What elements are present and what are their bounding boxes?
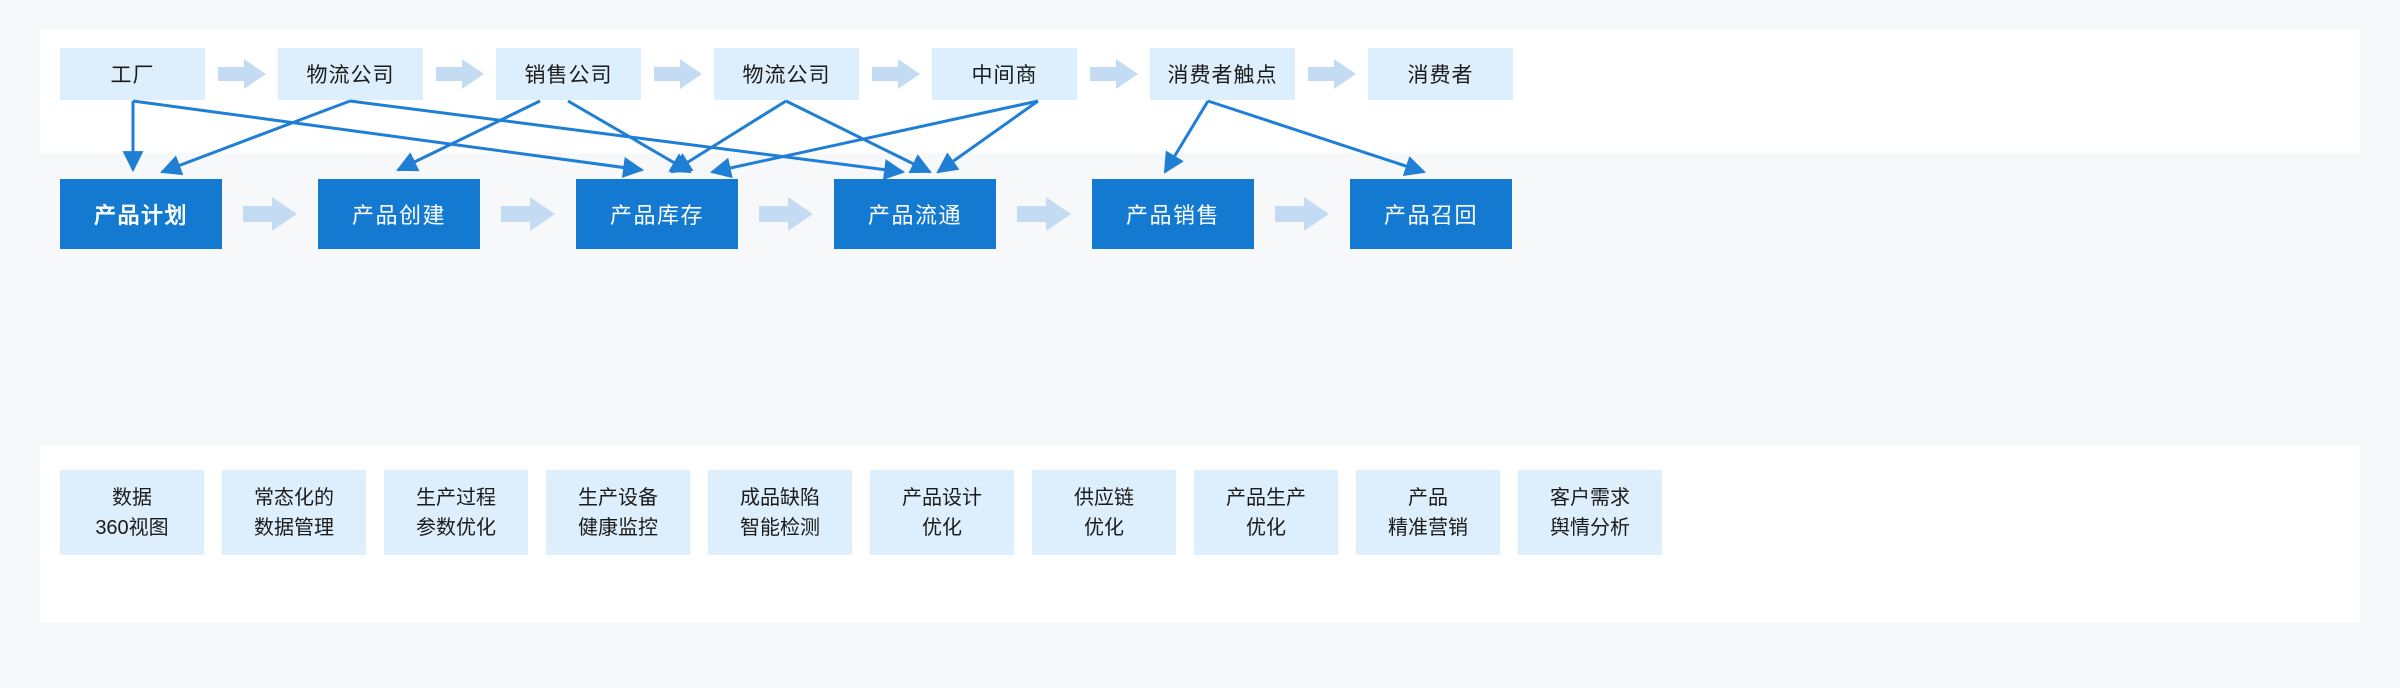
capability-line-2: 优化 bbox=[1246, 516, 1286, 539]
stage-label: 产品召回 bbox=[1383, 203, 1478, 228]
capability-precision-marketing[interactable]: 产品 精准营销 bbox=[1356, 470, 1500, 555]
capability-line-1: 数据 bbox=[112, 486, 152, 509]
right-arrow-icon bbox=[1077, 57, 1150, 91]
capability-equipment-health[interactable]: 生产设备 健康监控 bbox=[546, 470, 690, 555]
right-arrow-icon bbox=[423, 57, 496, 91]
capability-line-1: 成品缺陷 bbox=[740, 486, 820, 509]
capability-process-param-opt[interactable]: 生产过程 参数优化 bbox=[384, 470, 528, 555]
stage-product-create[interactable]: 产品创建 bbox=[318, 179, 480, 249]
capability-line-2: 优化 bbox=[1084, 516, 1124, 539]
capability-demand-sentiment[interactable]: 客户需求 舆情分析 bbox=[1518, 470, 1662, 555]
capability-normalized-data-mgmt[interactable]: 常态化的 数据管理 bbox=[222, 470, 366, 555]
capability-line-1: 生产过程 bbox=[416, 486, 496, 509]
stage-product-distribution[interactable]: 产品流通 bbox=[834, 179, 996, 249]
capability-line-1: 产品 bbox=[1408, 486, 1448, 509]
node-consumer-touchpoint[interactable]: 消费者触点 bbox=[1150, 48, 1295, 100]
right-arrow-icon bbox=[205, 57, 278, 91]
capability-line-1: 产品设计 bbox=[902, 486, 982, 509]
capability-line-1: 客户需求 bbox=[1550, 486, 1630, 509]
capability-line-2: 舆情分析 bbox=[1550, 516, 1630, 539]
stage-label: 产品计划 bbox=[93, 203, 188, 228]
right-arrow-icon bbox=[641, 57, 714, 91]
capability-line-2: 健康监控 bbox=[578, 516, 658, 539]
capability-line-2: 360视图 bbox=[95, 516, 169, 539]
capability-line-1: 生产设备 bbox=[578, 486, 658, 509]
node-label: 中间商 bbox=[971, 64, 1038, 87]
capability-line-2: 数据管理 bbox=[254, 516, 334, 539]
node-factory[interactable]: 工厂 bbox=[60, 48, 205, 100]
capabilities-row: 数据 360视图 常态化的 数据管理 生产过程 参数优化 生产设备 健康监控 成… bbox=[60, 470, 2340, 555]
node-label: 消费者 bbox=[1407, 64, 1474, 87]
capability-line-1: 供应链 bbox=[1074, 486, 1134, 509]
stage-product-inventory[interactable]: 产品库存 bbox=[576, 179, 738, 249]
product-lifecycle-row: 产品计划 产品创建 产品库存 产品流通 产品销售 产品召回 bbox=[60, 179, 2340, 249]
capability-data-360-view[interactable]: 数据 360视图 bbox=[60, 470, 204, 555]
capability-production-opt[interactable]: 产品生产 优化 bbox=[1194, 470, 1338, 555]
right-arrow-icon bbox=[738, 195, 834, 233]
node-logistics-company-1[interactable]: 物流公司 bbox=[278, 48, 423, 100]
capability-defect-detection[interactable]: 成品缺陷 智能检测 bbox=[708, 470, 852, 555]
node-label: 销售公司 bbox=[524, 64, 613, 87]
right-arrow-icon bbox=[480, 195, 576, 233]
right-arrow-icon bbox=[1295, 57, 1368, 91]
node-label: 物流公司 bbox=[306, 64, 395, 87]
stage-product-recall[interactable]: 产品召回 bbox=[1350, 179, 1512, 249]
capability-line-2: 智能检测 bbox=[740, 516, 820, 539]
right-arrow-icon bbox=[1254, 195, 1350, 233]
node-label: 消费者触点 bbox=[1167, 64, 1278, 87]
capability-line-2: 优化 bbox=[922, 516, 962, 539]
stage-label: 产品销售 bbox=[1125, 203, 1220, 228]
right-arrow-icon bbox=[222, 195, 318, 233]
right-arrow-icon bbox=[859, 57, 932, 91]
node-distributor[interactable]: 中间商 bbox=[932, 48, 1077, 100]
node-label: 工厂 bbox=[110, 64, 155, 87]
stage-label: 产品库存 bbox=[609, 203, 704, 228]
node-sales-company[interactable]: 销售公司 bbox=[496, 48, 641, 100]
node-label: 物流公司 bbox=[742, 64, 831, 87]
stage-product-plan[interactable]: 产品计划 bbox=[60, 179, 222, 249]
capability-line-2: 精准营销 bbox=[1388, 516, 1468, 539]
capability-design-optimization[interactable]: 产品设计 优化 bbox=[870, 470, 1014, 555]
supply-chain-row: 工厂 物流公司 销售公司 物流公司 中间商 消费者触点 bbox=[60, 48, 2340, 100]
capability-line-1: 常态化的 bbox=[254, 486, 334, 509]
stage-product-sales[interactable]: 产品销售 bbox=[1092, 179, 1254, 249]
node-consumer[interactable]: 消费者 bbox=[1368, 48, 1513, 100]
stage-label: 产品流通 bbox=[867, 203, 962, 228]
node-logistics-company-2[interactable]: 物流公司 bbox=[714, 48, 859, 100]
stage-label: 产品创建 bbox=[351, 203, 446, 228]
capability-line-1: 产品生产 bbox=[1226, 486, 1306, 509]
right-arrow-icon bbox=[996, 195, 1092, 233]
capability-line-2: 参数优化 bbox=[416, 516, 496, 539]
capability-supply-chain-opt[interactable]: 供应链 优化 bbox=[1032, 470, 1176, 555]
